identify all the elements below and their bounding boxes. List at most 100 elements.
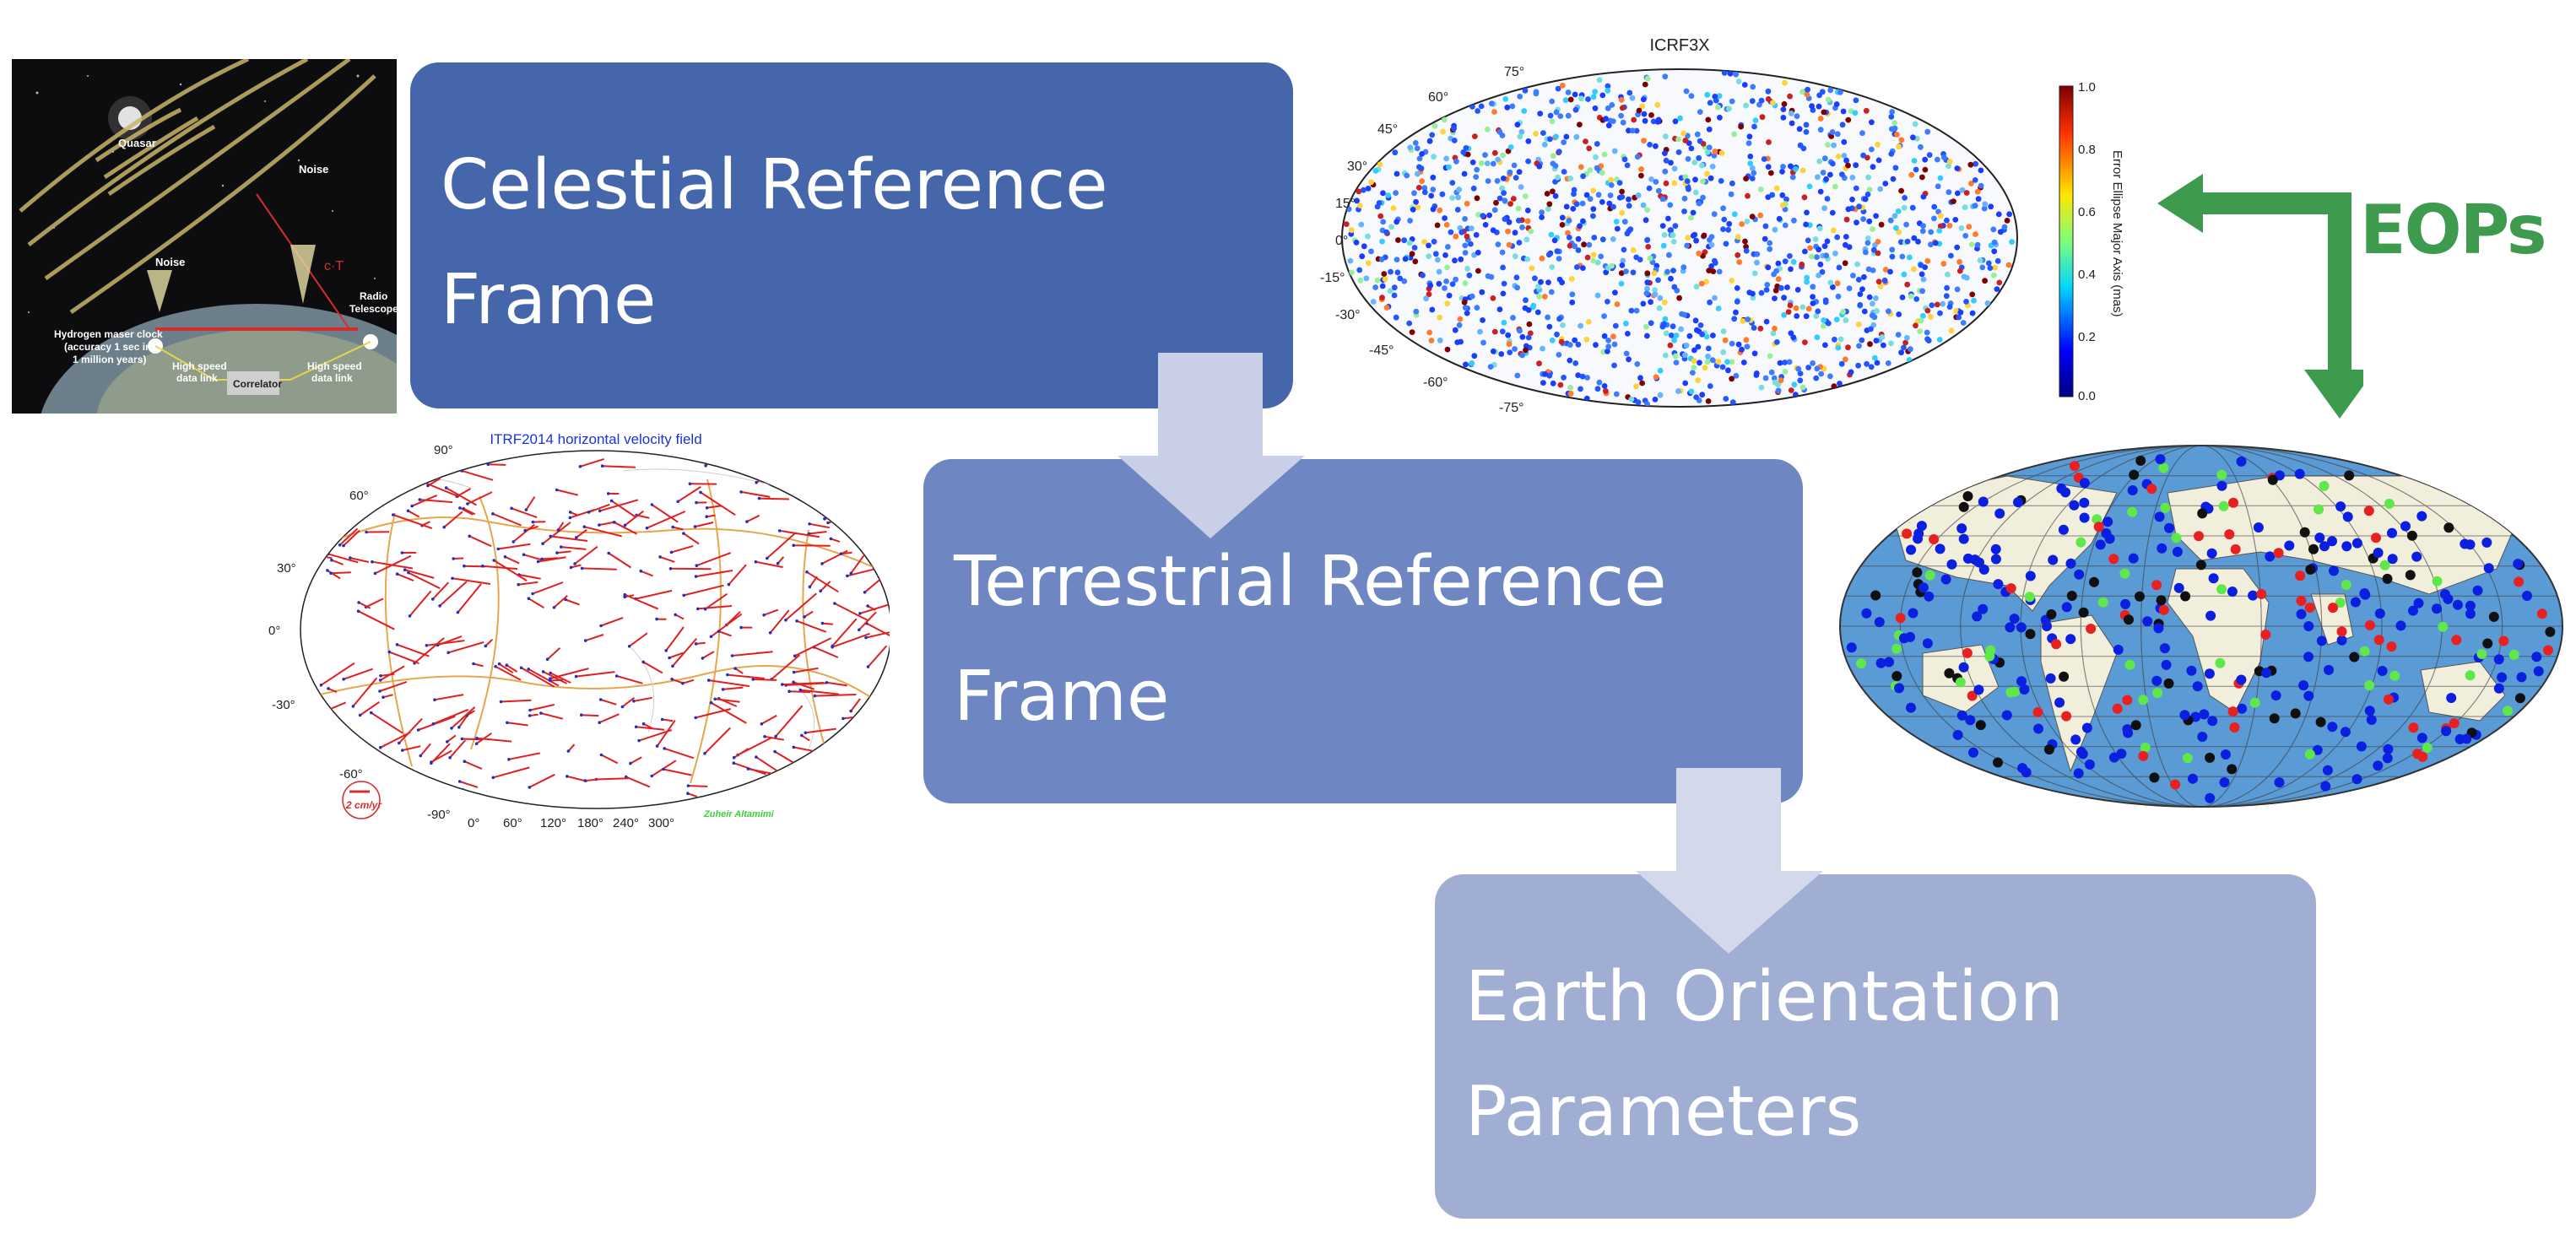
station-dot (2130, 720, 2141, 731)
station-dot (2236, 674, 2247, 685)
velocity-vector (682, 679, 695, 684)
icrf-source-dot (1805, 365, 1811, 370)
site-dot (342, 678, 345, 681)
icrf-source-dot (1802, 248, 1808, 255)
icrf-source-dot (1534, 309, 1541, 316)
icrf-source-dot (1796, 126, 1803, 132)
icrf-source-dot (1552, 179, 1558, 185)
icrf-source-dot (1662, 73, 1669, 80)
icrf-source-dot (1440, 128, 1446, 135)
station-dot (2140, 742, 2151, 753)
station-dot (2079, 478, 2090, 489)
icrf-source-dot (1696, 250, 1702, 257)
icrf-source-dot (1391, 292, 1398, 299)
icrf-source-dot (1810, 360, 1816, 366)
station-dot (2172, 546, 2183, 557)
site-dot (407, 570, 410, 575)
icrf-source-dot (1803, 122, 1810, 128)
station-dot (2329, 565, 2339, 576)
station-dot (1875, 657, 1886, 668)
icrf-source-dot (1348, 269, 1355, 276)
telescope-label: Telescope (349, 303, 397, 315)
station-dot (2342, 511, 2353, 522)
icrf-source-dot (1426, 242, 1431, 249)
icrf-source-dot (1686, 333, 1693, 339)
icrf-source-dot (1464, 266, 1470, 272)
site-dot (777, 529, 782, 533)
station-dot (2451, 635, 2462, 646)
icrf-source-dot (1807, 245, 1813, 251)
terrestrial-reference-frame-label: Terrestrial Reference Frame (954, 525, 1667, 754)
icrf-source-dot (1734, 285, 1740, 291)
velocity-vector (584, 526, 622, 538)
site-dot (703, 607, 707, 611)
icrf-source-dot (1430, 174, 1437, 181)
icrf-source-dot (1659, 223, 1666, 229)
icrf-source-dot (1695, 377, 1702, 384)
icrf-source-dot (1820, 170, 1826, 176)
station-dot (1891, 643, 1902, 654)
site-dot (781, 683, 784, 686)
velocity-vector (402, 745, 421, 752)
icrf-source-dot (1743, 247, 1750, 254)
icrf-source-dot (1982, 201, 1989, 208)
icrf-source-dot (1567, 342, 1573, 348)
icrf-source-dot (1683, 342, 1690, 349)
velocity-vector (506, 664, 518, 673)
icrf-source-dot (1530, 302, 1537, 309)
station-dot (2061, 602, 2072, 613)
site-dot (341, 490, 344, 495)
station-dot (2119, 568, 2130, 579)
site-dot (623, 523, 627, 527)
velocity-vector (774, 750, 794, 764)
maser-label-1: Hydrogen maser clock (54, 328, 163, 340)
velocity-vector (498, 543, 531, 550)
icrf-source-dot (1935, 208, 1941, 215)
icrf-source-dot (1712, 149, 1718, 154)
velocity-vector (456, 488, 472, 498)
icrf-source-dot (1645, 244, 1652, 250)
icrf-source-dot (1638, 172, 1644, 179)
icrf-source-dot (1644, 333, 1650, 339)
icrf-source-dot (1924, 336, 1930, 343)
site-dot (491, 512, 495, 516)
velocity-vector (695, 552, 732, 567)
icrf-source-dot (1751, 123, 1757, 130)
site-dot (598, 721, 601, 724)
icrf-source-dot (1603, 116, 1609, 122)
station-dot (2432, 576, 2443, 587)
site-dot (669, 550, 674, 554)
station-dot (2359, 646, 2370, 657)
meridian-line (2080, 446, 2323, 807)
velocity-vector (633, 696, 652, 702)
icrf-source-dot (1865, 266, 1872, 273)
icrf-source-dot (1470, 185, 1477, 192)
icrf-source-dot (1641, 138, 1647, 144)
icrf-source-dot (1812, 236, 1819, 242)
site-dot (408, 614, 412, 618)
icrf-source-dot (1506, 219, 1513, 225)
icrf-source-dot (1517, 133, 1523, 140)
site-dot (480, 564, 484, 568)
icrf-source-dot (1777, 360, 1783, 366)
icrf-source-dot (1682, 352, 1688, 359)
icrf-source-dot (1584, 375, 1590, 381)
icrf-source-dot (1550, 153, 1556, 160)
site-dot (442, 525, 446, 529)
icrf-source-dot (1549, 337, 1556, 343)
site-dot (695, 500, 698, 505)
site-dot (668, 567, 673, 570)
icrf-source-dot (1780, 106, 1787, 112)
site-dot (858, 736, 863, 740)
site-dot (754, 560, 758, 564)
velocity-vector (834, 603, 869, 621)
velocity-vector (850, 698, 861, 712)
icrf-source-dot (1404, 172, 1410, 179)
icrf-source-dot (1788, 111, 1794, 116)
icrf-source-dot (1577, 122, 1583, 127)
icrf-source-dot (1620, 119, 1626, 126)
velocity-vector (683, 533, 700, 545)
site-dot (757, 496, 761, 500)
velocity-vector (608, 552, 632, 569)
site-dot (378, 746, 382, 749)
